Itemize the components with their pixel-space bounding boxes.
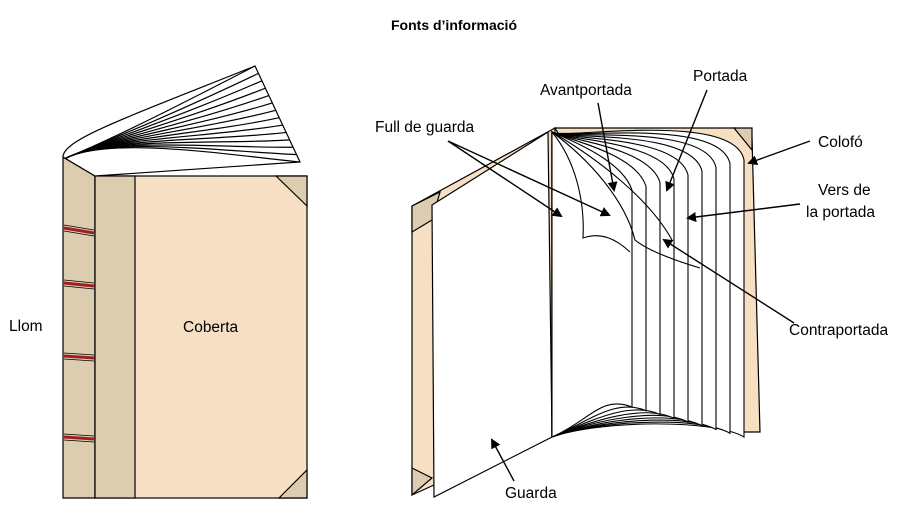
fanned-pages (551, 129, 745, 438)
book-joint-strip (94, 175, 136, 499)
label-contraportada: Contraportada (789, 322, 888, 339)
arrow-portada (665, 89, 708, 192)
diagram-title: Fonts d’informació (391, 17, 517, 33)
book-top-pages (62, 65, 301, 177)
label-vers-line2: la portada (806, 204, 875, 221)
open-book (411, 126, 761, 498)
arrow-full-de-guarda-2 (447, 140, 611, 217)
label-full-de-guarda: Full de guarda (375, 119, 474, 136)
label-coberta: Coberta (183, 319, 239, 336)
book-corner-top (274, 175, 308, 208)
arrow-contraportada (662, 238, 795, 324)
arrow-full-de-guarda-1 (447, 140, 563, 218)
label-colofo: Colofó (818, 134, 863, 151)
label-guarda: Guarda (505, 485, 557, 502)
fanned-leaf-curve (551, 131, 631, 253)
label-avantportada: Avantportada (540, 82, 632, 99)
front-cover-corner-bottom (411, 467, 434, 497)
closed-book-page-edge (65, 147, 301, 163)
arrow-guarda (491, 438, 515, 482)
book-corner-bottom (277, 468, 308, 499)
arrow-avantportada (597, 102, 618, 192)
fanned-page (551, 131, 633, 438)
label-portada: Portada (693, 68, 748, 85)
closed-book (62, 65, 308, 499)
fanned-leaf-curve (551, 131, 701, 269)
back-cover-corner (732, 127, 753, 152)
fanned-leaf-curve (551, 131, 673, 241)
label-vers-line1: Vers de (818, 182, 871, 199)
arrow-vers-de-la-portada (686, 203, 801, 222)
pointer-arrows (447, 89, 811, 482)
label-llom: Llom (9, 318, 43, 335)
book-spine (62, 155, 96, 499)
spine-bands (63, 226, 95, 441)
arrow-colofo (747, 140, 811, 165)
